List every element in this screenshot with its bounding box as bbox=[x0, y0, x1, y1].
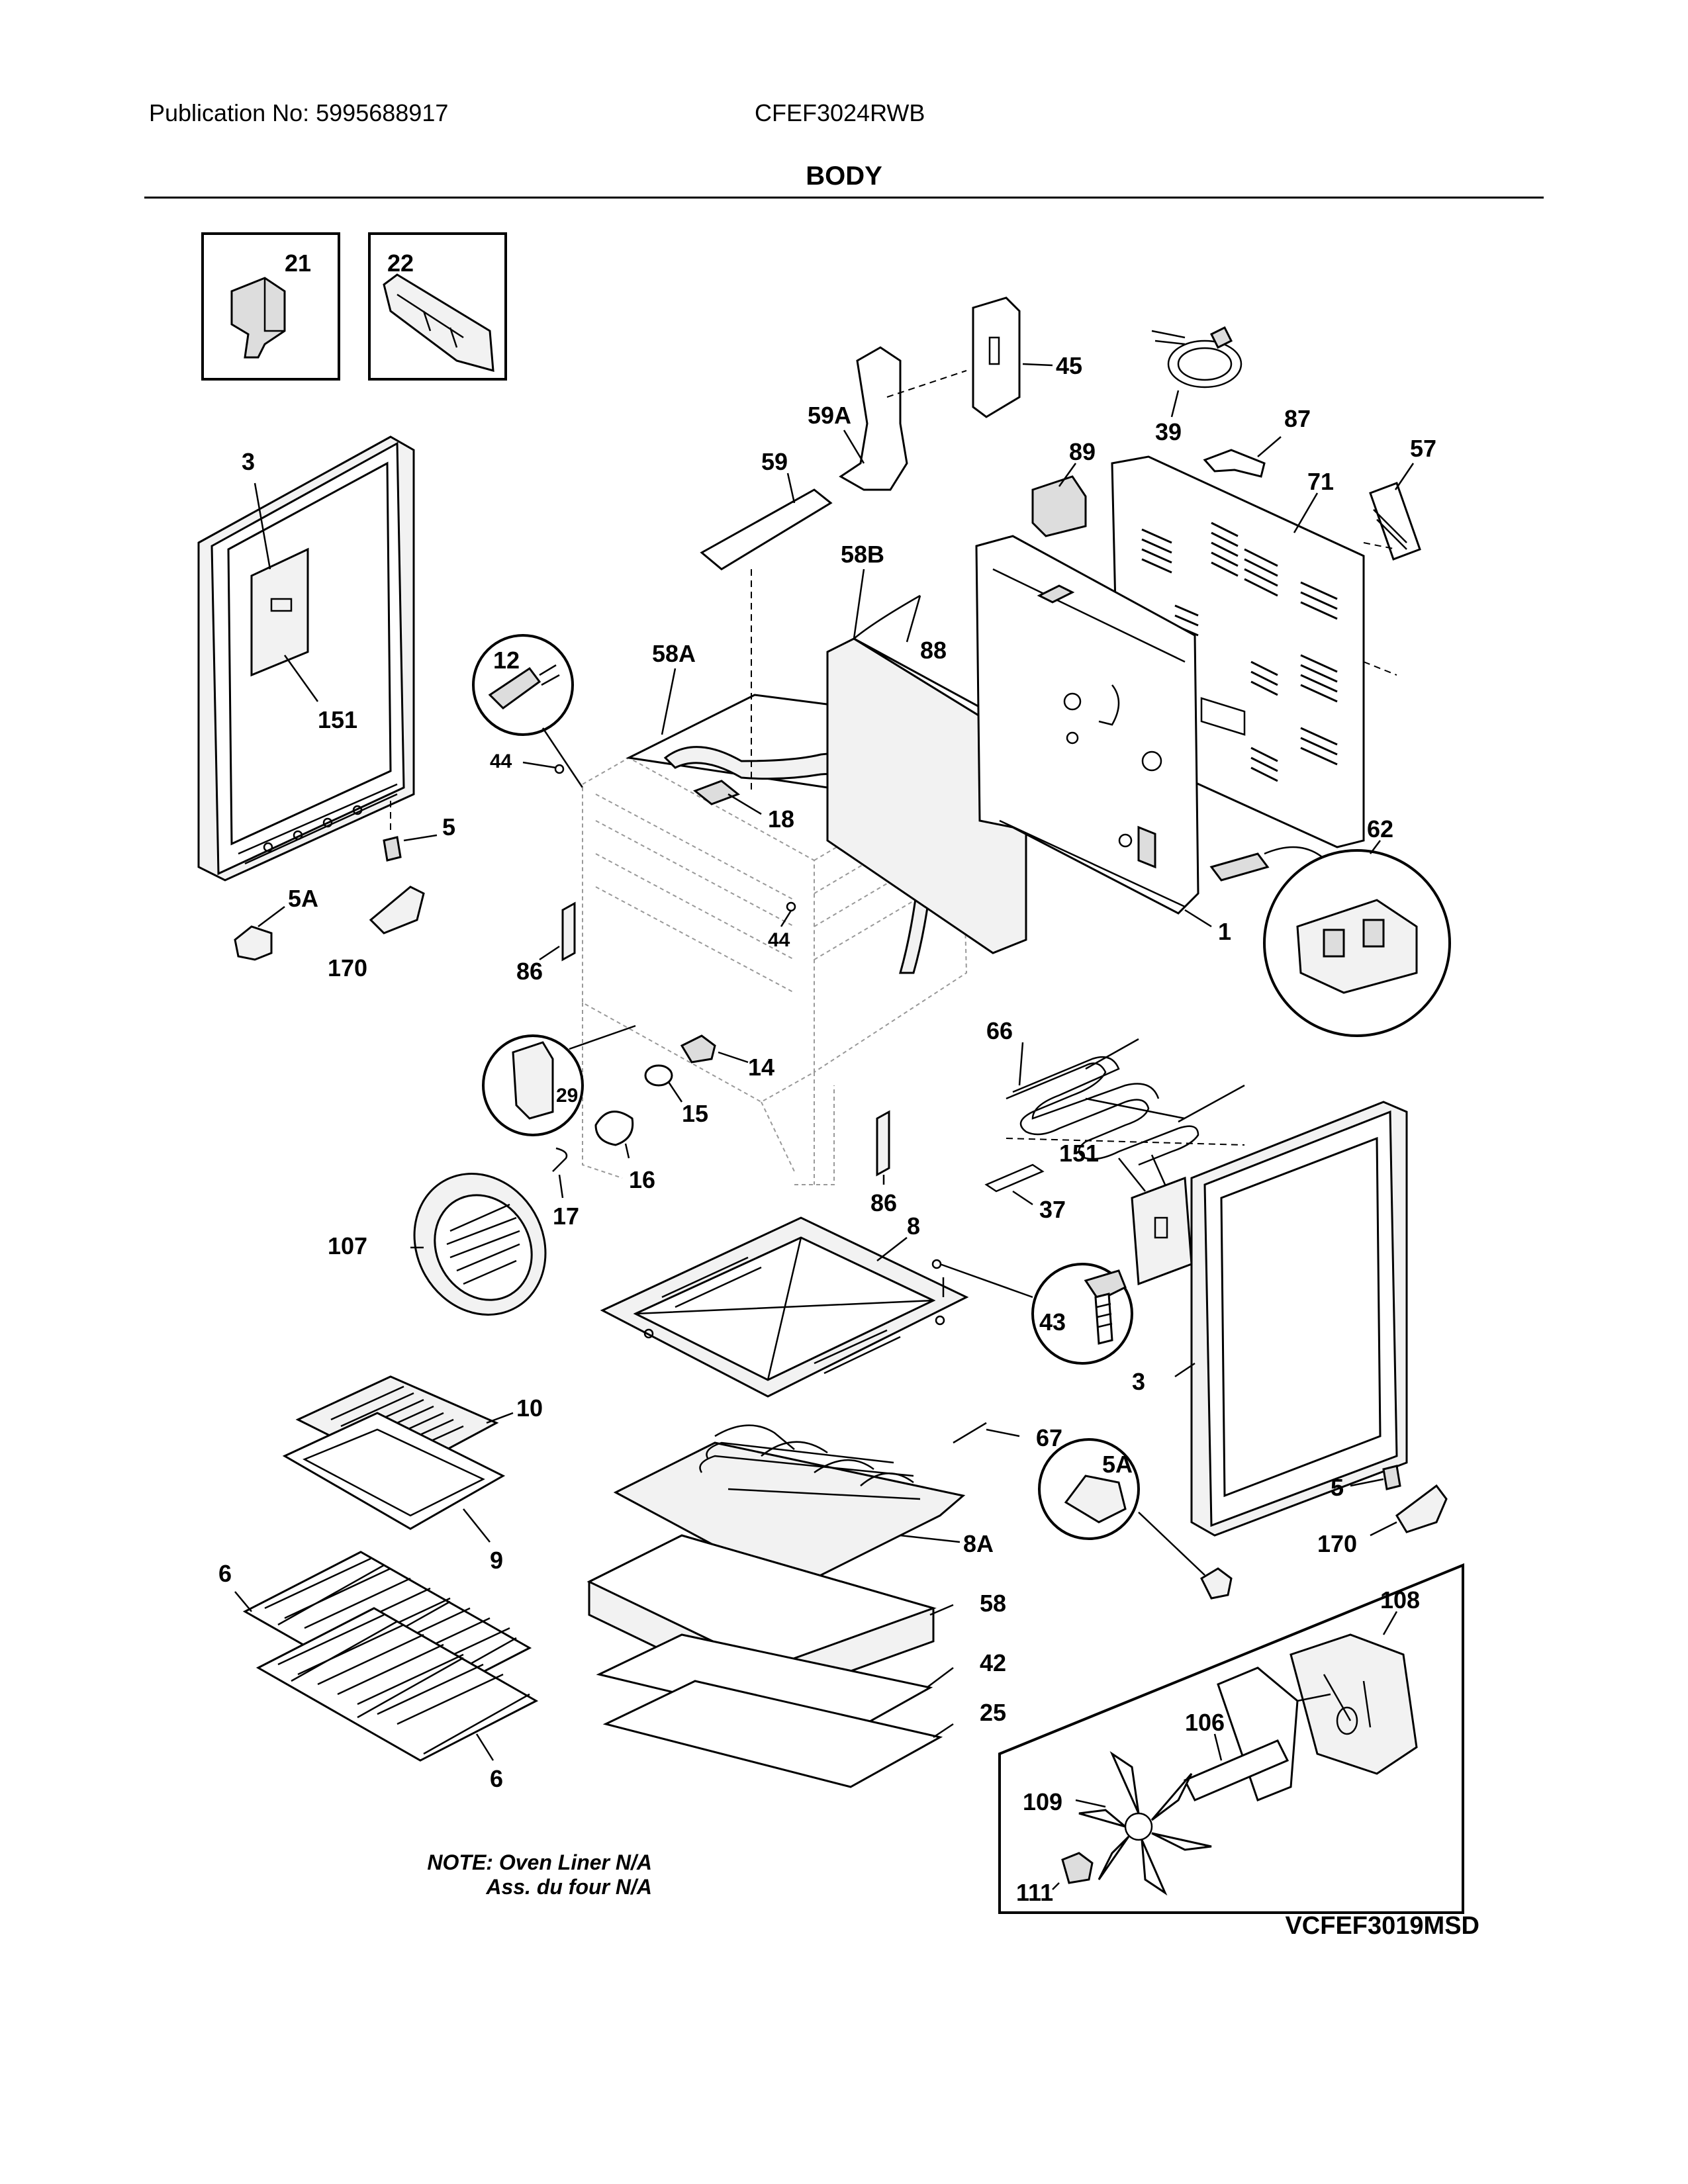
convection-cover: 107 bbox=[328, 1173, 547, 1316]
callout-151-right: 151 bbox=[1059, 1140, 1099, 1167]
callout-44-lower: 44 bbox=[768, 929, 790, 951]
callout-107: 107 bbox=[328, 1232, 367, 1259]
right-bracket: 151 37 bbox=[984, 1140, 1193, 1286]
part-87: 87 bbox=[1203, 405, 1311, 478]
callout-6-upper: 6 bbox=[218, 1560, 232, 1587]
light-assembly: 29 14 15 16 17 bbox=[482, 1024, 774, 1230]
broil-pan: 10 9 bbox=[282, 1375, 543, 1574]
part-45: 45 bbox=[972, 296, 1082, 418]
callout-16: 16 bbox=[629, 1166, 655, 1193]
diagram-code: VCFEF3019MSD bbox=[1285, 1912, 1479, 1940]
callout-17: 17 bbox=[553, 1203, 579, 1230]
callout-12: 12 bbox=[493, 647, 520, 674]
callout-5A-left: 5A bbox=[288, 885, 318, 912]
callout-58: 58 bbox=[980, 1590, 1006, 1617]
part-22-inset: 22 bbox=[368, 232, 507, 381]
convection-fan-inset: 108 106 109 111 VCFEF3019MSD bbox=[998, 1563, 1479, 1940]
callout-59A: 59A bbox=[808, 402, 851, 429]
callout-15: 15 bbox=[682, 1100, 708, 1127]
left-oven-door: 3 151 bbox=[197, 435, 415, 882]
bake-element: 67 8A bbox=[613, 1422, 1062, 1590]
callout-18: 18 bbox=[768, 805, 794, 833]
callout-62: 62 bbox=[1367, 815, 1393, 842]
callout-5A-right: 5A bbox=[1102, 1451, 1133, 1478]
callout-57: 57 bbox=[1410, 435, 1436, 462]
note-line-2: Ass. du four N/A bbox=[485, 1875, 652, 1899]
callout-21: 21 bbox=[285, 250, 311, 277]
callout-86-right: 86 bbox=[870, 1189, 897, 1216]
header-divider bbox=[144, 197, 1544, 199]
callout-71: 71 bbox=[1307, 468, 1334, 495]
callout-8A: 8A bbox=[963, 1530, 994, 1557]
callout-25: 25 bbox=[980, 1699, 1006, 1726]
part-57: 57 bbox=[1369, 435, 1436, 561]
callout-58B: 58B bbox=[841, 541, 884, 568]
callout-109: 109 bbox=[1023, 1788, 1062, 1815]
callout-108: 108 bbox=[1380, 1586, 1420, 1614]
callout-39: 39 bbox=[1155, 418, 1182, 445]
callout-44-upper: 44 bbox=[490, 751, 512, 772]
callout-45: 45 bbox=[1056, 352, 1082, 379]
insulation-parts-upper: 59A 59 58B 88 bbox=[700, 346, 1027, 954]
callout-42: 42 bbox=[980, 1649, 1006, 1676]
callout-9: 9 bbox=[490, 1547, 503, 1574]
page-title: BODY bbox=[806, 161, 882, 191]
bottom-insulation: 58 42 25 bbox=[586, 1534, 1006, 1788]
callout-10: 10 bbox=[516, 1394, 543, 1422]
callout-87: 87 bbox=[1284, 405, 1311, 432]
callout-5-left: 5 bbox=[442, 813, 455, 841]
right-hinge-parts: 5 170 5A bbox=[1038, 1438, 1448, 1600]
callout-66: 66 bbox=[986, 1017, 1013, 1044]
callout-5-right: 5 bbox=[1331, 1474, 1344, 1501]
callout-151-left: 151 bbox=[318, 706, 357, 733]
callout-86-left: 86 bbox=[516, 958, 543, 985]
side-brackets: 86 86 bbox=[516, 901, 897, 1216]
callout-89: 89 bbox=[1069, 438, 1096, 465]
left-hinge-parts: 5 5A 170 bbox=[234, 801, 455, 981]
publication-number: Publication No: 5995688917 bbox=[149, 99, 449, 126]
callout-29: 29 bbox=[556, 1085, 578, 1107]
note-line-1: NOTE: Oven Liner N/A bbox=[427, 1850, 652, 1874]
callout-37: 37 bbox=[1039, 1196, 1066, 1223]
oven-racks: 6 6 bbox=[218, 1551, 539, 1792]
callout-88: 88 bbox=[920, 637, 947, 664]
callout-58A: 58A bbox=[652, 640, 696, 667]
model-number: CFEF3024RWB bbox=[755, 99, 925, 126]
callout-3-left: 3 bbox=[242, 448, 255, 475]
callout-170-right: 170 bbox=[1317, 1530, 1357, 1557]
callout-111: 111 bbox=[1016, 1879, 1053, 1906]
power-cord: 39 bbox=[1151, 326, 1243, 445]
fan-blade-icon bbox=[1078, 1751, 1212, 1896]
part-12-inset: 12 44 bbox=[472, 634, 584, 788]
callout-170-left: 170 bbox=[328, 954, 367, 981]
oven-bottom: 8 43 bbox=[600, 1212, 1133, 1398]
part-21-inset: 21 bbox=[201, 232, 340, 381]
right-oven-door: 3 bbox=[1132, 1101, 1408, 1537]
note: NOTE: Oven Liner N/A Ass. du four N/A bbox=[427, 1850, 652, 1899]
terminal-block: 62 bbox=[1209, 815, 1451, 1037]
callout-43: 43 bbox=[1039, 1308, 1066, 1336]
callout-106: 106 bbox=[1185, 1709, 1225, 1736]
callout-22: 22 bbox=[387, 250, 414, 277]
callout-59: 59 bbox=[761, 448, 788, 475]
callout-67: 67 bbox=[1036, 1424, 1062, 1451]
callout-14: 14 bbox=[748, 1054, 774, 1081]
callout-8: 8 bbox=[907, 1212, 920, 1240]
callout-1: 1 bbox=[1218, 918, 1231, 945]
callout-6-lower: 6 bbox=[490, 1765, 503, 1792]
callout-3-right: 3 bbox=[1132, 1368, 1145, 1395]
rear-wall: 89 1 bbox=[975, 438, 1231, 945]
